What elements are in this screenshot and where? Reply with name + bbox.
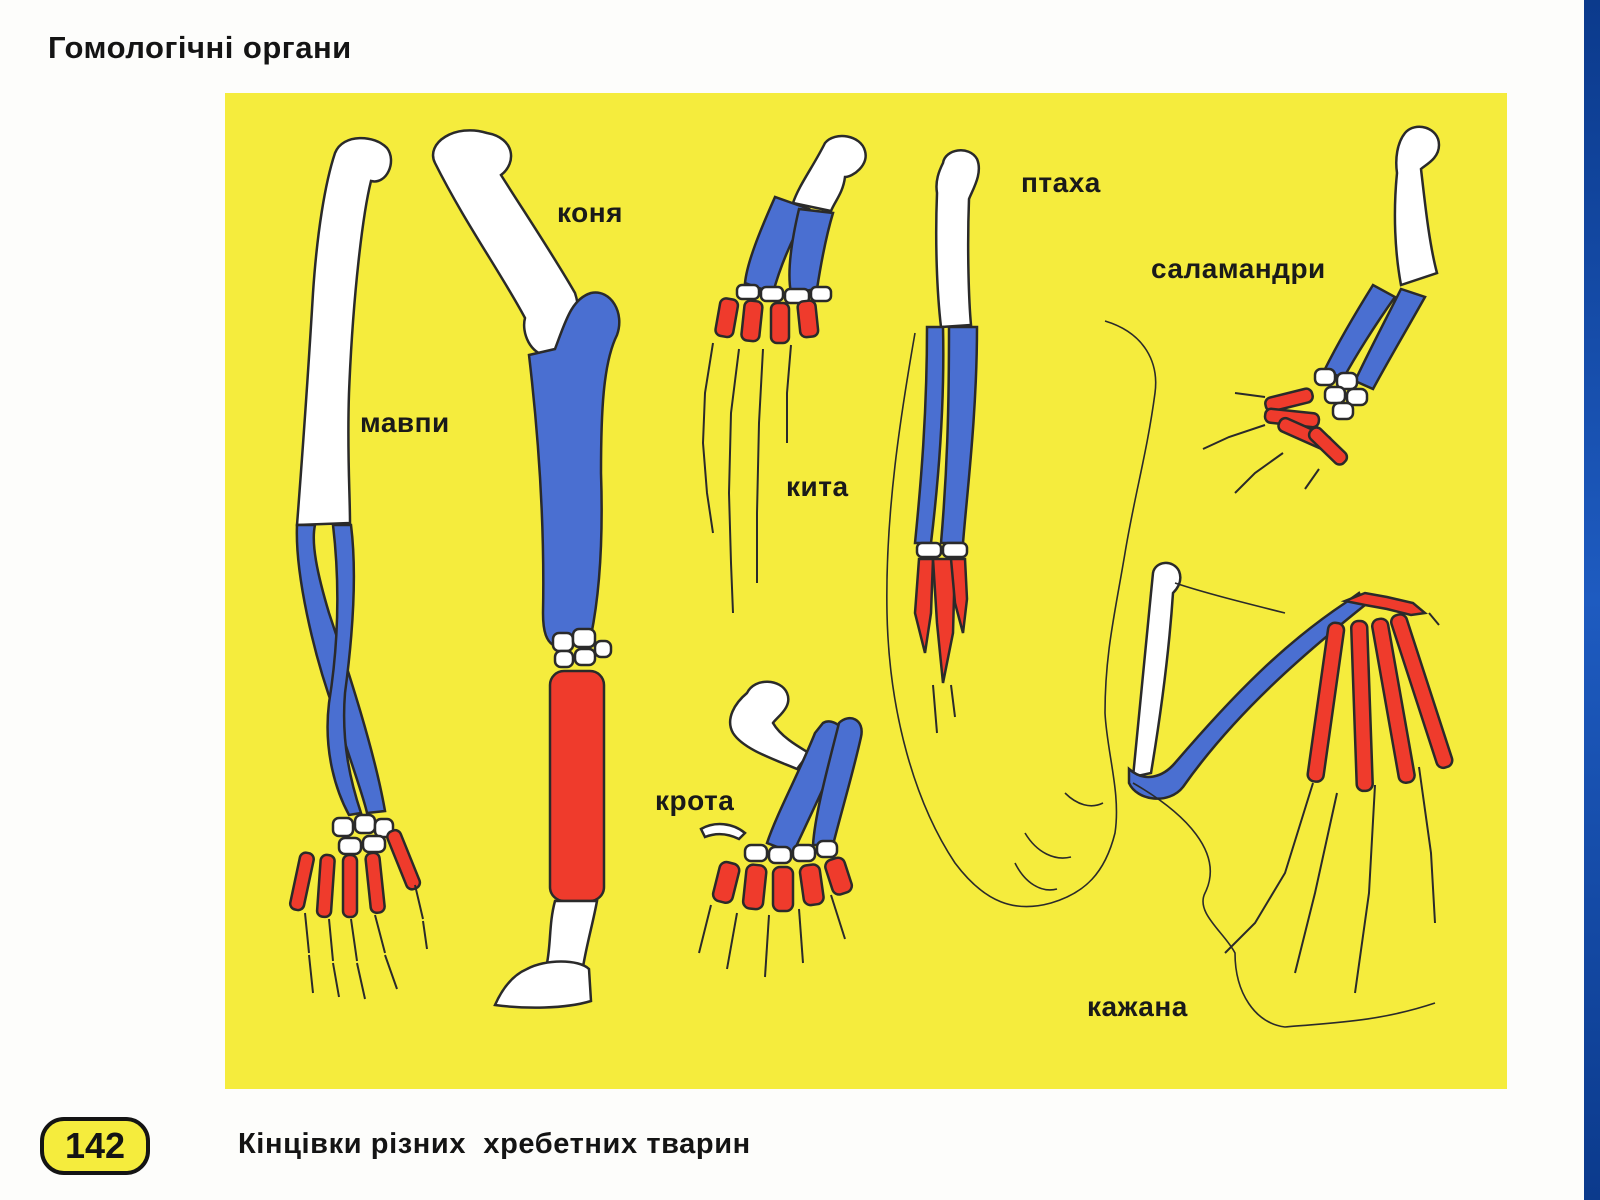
diagram-plate: .w { fill: #ffffff; stroke: #2a2a2a; str… <box>225 93 1507 1089</box>
figure-caption: Кінцівки різних хребетних тварин <box>238 1128 751 1160</box>
whale-limb-icon <box>701 134 867 614</box>
limbs-illustration: .w { fill: #ffffff; stroke: #2a2a2a; str… <box>288 125 1454 1028</box>
monkey-carpals <box>331 813 395 856</box>
bird-limb-icon <box>886 149 1157 908</box>
label-monkey: мавпи <box>360 407 450 438</box>
label-horse: коня <box>557 197 623 228</box>
label-bird: птаха <box>1021 167 1101 198</box>
monkey-limb-icon <box>288 136 428 1000</box>
figure-number-badge: 142 <box>40 1117 150 1175</box>
decorative-side-strip <box>1584 0 1600 1200</box>
label-whale: кита <box>786 471 849 502</box>
mole-limb-icon <box>698 680 863 978</box>
salamander-limb-icon <box>1202 125 1441 494</box>
label-salamander: саламандри <box>1151 253 1326 284</box>
bat-limb-icon <box>1127 561 1454 1028</box>
horse-limb-icon <box>431 129 621 1009</box>
label-mole: крота <box>655 785 735 816</box>
label-bat: кажана <box>1087 991 1188 1022</box>
page-title: Гомологічні органи <box>48 30 352 65</box>
